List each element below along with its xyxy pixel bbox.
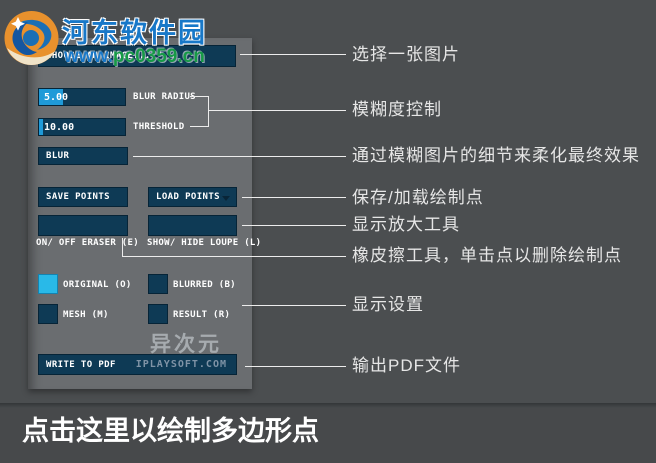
tool-panel: CHOOSE AN IMAGE... 5.00 BLUR RADIUS 10.0… (28, 38, 261, 389)
bracket-stem (208, 96, 209, 127)
connector-pdf (245, 366, 346, 367)
site-url-prefix: www. (64, 46, 113, 67)
annotation-eraser: 橡皮擦工具，单击点以删除绘制点 (352, 246, 622, 265)
annotation-blur-control: 模糊度控制 (352, 100, 442, 119)
loupe-caption: SHOW/ HIDE LOUPE (L) (147, 238, 262, 248)
checkbox-mesh[interactable] (38, 304, 58, 324)
blur-radius-slider-fill (39, 89, 64, 105)
footer-caption: 点击这里以绘制多边形点 (22, 416, 319, 446)
threshold-value: 10.00 (44, 121, 75, 133)
blur-button[interactable]: BLUR (38, 147, 128, 165)
annotation-save-load: 保存/加载绘制点 (352, 188, 484, 207)
connector-eraser-stem (122, 238, 123, 257)
dropdown-arrow-icon (222, 196, 230, 201)
annotation-pdf: 输出PDF文件 (352, 356, 461, 375)
write-to-pdf-button[interactable]: WRITE TO PDF IPLAYSOFT.COM (38, 354, 237, 375)
checkbox-result[interactable] (148, 304, 168, 324)
checkbox-original[interactable] (38, 274, 58, 294)
connector-blur-control (208, 110, 346, 111)
bracket-top (190, 96, 208, 97)
checkbox-original-label: ORIGINAL (O) (63, 280, 132, 290)
eraser-toggle-button[interactable] (38, 215, 128, 236)
checkbox-blurred[interactable] (148, 274, 168, 294)
annotation-blur-button: 通过模糊图片的细节来柔化最终效果 (352, 146, 640, 165)
background-bottom-strip (0, 408, 656, 463)
blur-radius-value: 5.00 (44, 91, 69, 103)
write-to-pdf-label: WRITE TO PDF (46, 359, 116, 370)
site-name-watermark: 河东软件园 (62, 18, 207, 48)
connector-loupe (242, 225, 346, 226)
threshold-slider-fill (39, 119, 44, 135)
connector-points (242, 197, 346, 198)
background-seam (0, 403, 656, 408)
threshold-label: THRESHOLD (133, 122, 185, 132)
load-points-button[interactable]: LOAD POINTS (148, 187, 237, 207)
save-points-button[interactable]: SAVE POINTS (38, 187, 128, 207)
choose-image-button[interactable]: CHOOSE AN IMAGE... (38, 45, 236, 67)
threshold-slider[interactable]: 10.00 (38, 118, 126, 136)
load-points-label: LOAD POINTS (156, 192, 221, 202)
annotation-choose-image: 选择一张图片 (352, 45, 460, 64)
annotation-loupe: 显示放大工具 (352, 215, 460, 234)
connector-choose-image (240, 54, 346, 55)
blur-radius-slider[interactable]: 5.00 (38, 88, 126, 106)
blur-radius-label: BLUR RADIUS (133, 92, 196, 102)
checkbox-blurred-label: BLURRED (B) (173, 280, 236, 290)
connector-display (242, 305, 346, 306)
checkbox-mesh-label: MESH (M) (63, 310, 109, 320)
site-logo-icon (4, 11, 59, 65)
eraser-caption: ON/ OFF ERASER (E) (36, 238, 139, 248)
bracket-bottom (190, 126, 208, 127)
connector-eraser (122, 256, 346, 257)
iplaysoft-watermark: IPLAYSOFT.COM (135, 359, 227, 370)
connector-blur-button (133, 156, 346, 157)
site-url-watermark: www.pc0359.cn (64, 46, 205, 68)
loupe-toggle-button[interactable] (148, 215, 237, 236)
site-url-suffix: pc0359.cn (112, 46, 205, 67)
yicixuan-watermark: 异次元 (150, 333, 222, 356)
annotation-display: 显示设置 (352, 295, 424, 314)
checkbox-result-label: RESULT (R) (173, 310, 231, 320)
